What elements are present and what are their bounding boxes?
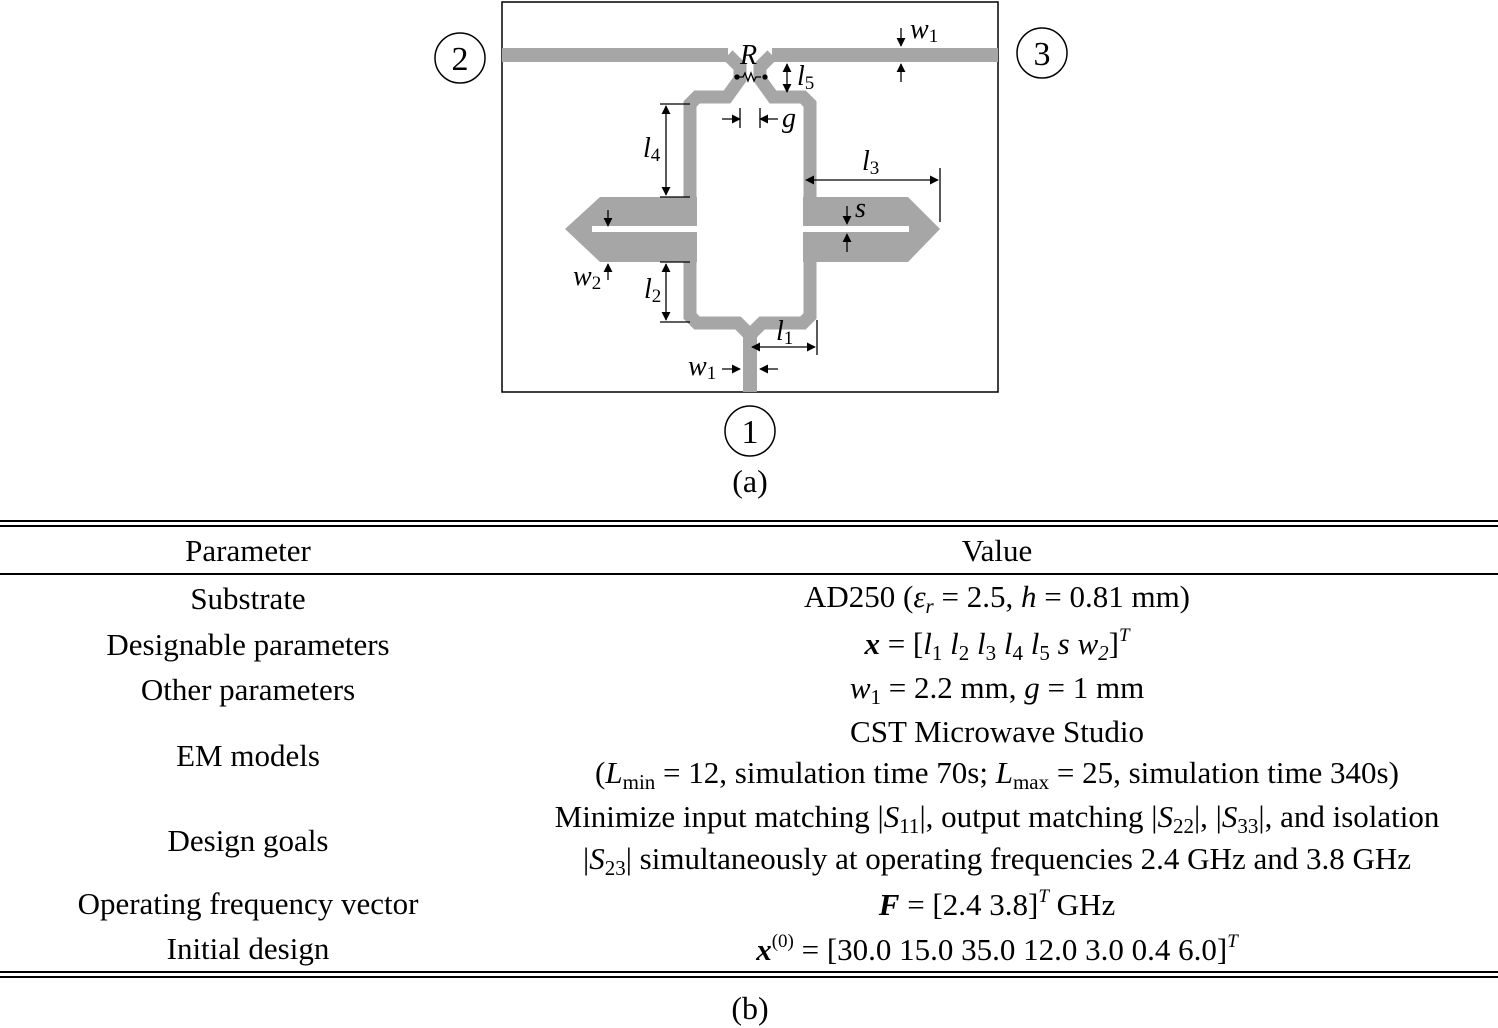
label-l3: l3	[862, 146, 879, 179]
table-header-row: Parameter Value	[0, 527, 1498, 573]
caption-a: (a)	[732, 463, 768, 499]
port-1-circle	[724, 405, 776, 457]
row-design-goals: Design goals Minimize input matching |S1…	[0, 799, 1498, 881]
label-w2: w2	[573, 261, 601, 294]
row-em-models: EM models CST Microwave Studio (Lmin = 1…	[0, 712, 1498, 799]
label-l4: l4	[643, 133, 661, 166]
em-line-2: (Lmin = 12, simulation time 70s; Lmax = …	[595, 755, 1399, 794]
left-branch	[683, 50, 755, 340]
table-bottom-rule	[0, 971, 1498, 978]
left-stub-slot	[592, 226, 697, 232]
header-parameter: Parameter	[185, 532, 311, 568]
param-designable: Designable parameters	[106, 627, 390, 662]
value-other: w1 = 2.2 mm, g = 1 mm	[849, 669, 1145, 709]
port-2-label: 2	[452, 41, 469, 78]
right-branch	[745, 50, 817, 340]
port-2-circle	[434, 32, 486, 84]
microstrip-traces	[502, 48, 998, 392]
divider-layout-diagram: 2 3 1	[434, 1, 1068, 499]
param-initial-design: Initial design	[166, 930, 330, 966]
label-w1-bottom: w1	[688, 351, 716, 384]
port-3-circle	[1016, 27, 1068, 79]
goals-line-1: Minimize input matching |S11|, output ma…	[554, 799, 1440, 838]
row-other: Other parameters w1 = 2.2 mm, g = 1 mm	[0, 667, 1498, 712]
em-line-1: CST Microwave Studio	[850, 714, 1144, 749]
row-designable: Designable parameters x = [l1 l2 l3 l4 l…	[0, 622, 1498, 667]
label-l2: l2	[644, 274, 661, 307]
value-designable: x = [l1 l2 l3 l4 l5 s w2]T	[864, 624, 1130, 665]
dimension-lines	[603, 28, 941, 374]
row-substrate: Substrate AD250 (εr = 2.5, h = 0.81 mm)	[0, 575, 1498, 622]
port-3-label: 3	[1034, 36, 1051, 73]
value-em-models: CST Microwave Studio (Lmin = 12, simulat…	[496, 712, 1498, 799]
resistor-symbol	[734, 71, 768, 83]
parameter-table: Parameter Value Substrate AD250 (εr = 2.…	[0, 520, 1498, 978]
header-value: Value	[961, 532, 1033, 568]
label-s: s	[855, 193, 866, 224]
goals-line-2: |S23| simultaneously at operating freque…	[582, 841, 1411, 880]
right-stub-slot	[803, 226, 909, 232]
param-substrate: Substrate	[190, 581, 306, 616]
value-initial-design: x(0) = [30.0 15.0 35.0 12.0 3.0 0.4 6.0]…	[756, 930, 1238, 967]
row-frequency: Operating frequency vector F = [2.4 3.8]…	[0, 881, 1498, 925]
table-header-rule	[0, 573, 1498, 575]
table-top-rule	[0, 520, 1498, 527]
label-w1-top: w1	[910, 14, 938, 47]
row-initial-design: Initial design x(0) = [30.0 15.0 35.0 12…	[0, 925, 1498, 971]
label-l5: l5	[797, 61, 814, 94]
label-R: R	[739, 40, 757, 71]
value-design-goals: Minimize input matching |S11|, output ma…	[496, 799, 1498, 881]
caption-b: (b)	[731, 990, 769, 1026]
value-substrate: AD250 (εr = 2.5, h = 0.81 mm)	[803, 578, 1191, 618]
param-design-goals: Design goals	[167, 822, 329, 858]
value-frequency: F = [2.4 3.8]T GHz	[878, 885, 1116, 922]
param-frequency: Operating frequency vector	[77, 885, 419, 921]
param-em-models: EM models	[176, 738, 320, 773]
param-other: Other parameters	[140, 672, 356, 707]
label-l1: l1	[776, 316, 793, 349]
label-g: g	[782, 103, 796, 134]
port-1-label: 1	[742, 414, 759, 451]
